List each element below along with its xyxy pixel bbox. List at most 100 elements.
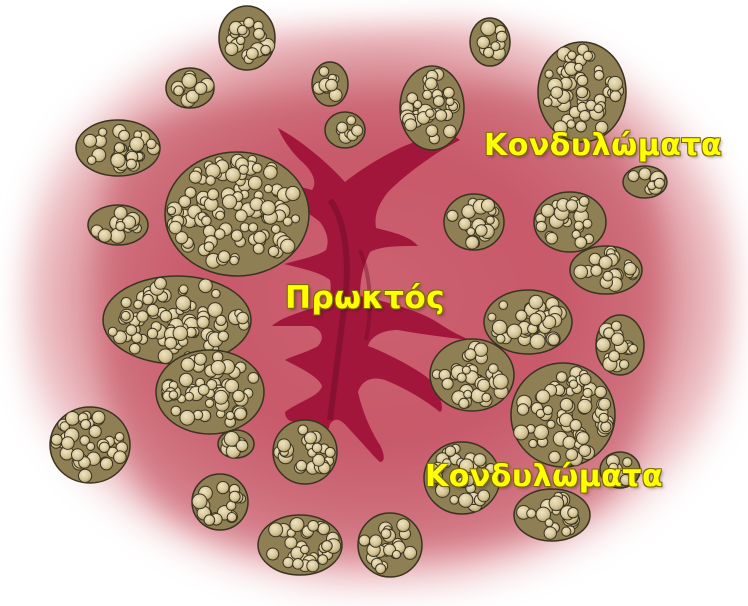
- wart-bump: [579, 111, 590, 122]
- wart-bump: [181, 358, 194, 371]
- wart-bump: [569, 380, 577, 388]
- wart-bump: [560, 398, 573, 411]
- wart-bump: [208, 189, 219, 200]
- wart-cluster: [400, 66, 464, 150]
- wart-bump: [575, 237, 587, 249]
- wart-bump: [239, 165, 248, 174]
- wart-bump: [89, 426, 101, 438]
- wart-bump: [237, 36, 245, 44]
- wart-bump: [318, 555, 328, 565]
- wart-bump: [629, 344, 638, 353]
- wart-bump: [179, 373, 192, 386]
- wart-bump: [381, 529, 391, 539]
- wart-bump: [267, 548, 279, 560]
- wart-bump: [545, 70, 553, 78]
- wart-bump: [174, 86, 184, 96]
- wart-bump: [312, 443, 322, 453]
- wart-cluster: [358, 513, 422, 577]
- wart-bump: [173, 326, 187, 340]
- wart-bump: [283, 217, 292, 226]
- wart-bump: [235, 408, 247, 420]
- wart-bump: [216, 211, 225, 220]
- wart-bump: [72, 449, 84, 461]
- wart-bump: [185, 392, 194, 401]
- wart-bump: [476, 225, 488, 237]
- wart-bump: [116, 222, 125, 231]
- wart-bump: [87, 443, 95, 451]
- wart-bump: [226, 168, 241, 183]
- wart-bump: [217, 482, 229, 494]
- wart-bump: [199, 279, 213, 293]
- wart-bump: [130, 343, 141, 354]
- wart-bump: [233, 390, 245, 402]
- wart-bump: [98, 229, 111, 242]
- wart-bump: [318, 523, 330, 535]
- wart-cluster: [50, 407, 130, 483]
- wart-bump: [211, 361, 225, 375]
- wart-bump: [261, 45, 271, 55]
- wart-bump: [443, 87, 454, 98]
- wart-bump: [215, 229, 225, 239]
- wart-bump: [610, 91, 621, 102]
- wart-bump: [551, 87, 563, 99]
- wart-bump: [577, 75, 588, 86]
- wart-bump: [536, 221, 546, 231]
- wart-bump: [414, 100, 422, 108]
- wart-bump: [579, 445, 591, 457]
- wart-bump: [160, 311, 172, 323]
- wart-bump: [278, 439, 291, 452]
- wart-bump: [271, 225, 280, 234]
- wart-bump: [599, 413, 608, 422]
- wart-cluster: [484, 290, 572, 354]
- wart-bump: [143, 294, 154, 305]
- wart-bump: [397, 519, 410, 532]
- wart-bump: [194, 353, 206, 365]
- wart-bump: [226, 412, 234, 420]
- wart-bump: [568, 508, 578, 518]
- wart-bump: [529, 295, 543, 309]
- wart-bump: [290, 518, 304, 532]
- wart-cluster: [312, 62, 348, 106]
- wart-bump: [225, 43, 238, 56]
- wart-bump: [137, 311, 148, 322]
- wart-bump: [248, 176, 262, 190]
- wart-bump: [92, 411, 105, 424]
- wart-bump: [488, 313, 496, 321]
- condylomata-label-top: Κονδυλώματα: [484, 128, 722, 163]
- wart-bump: [169, 221, 182, 234]
- wart-bump: [212, 289, 221, 298]
- wart-bump: [254, 231, 266, 243]
- wart-bump: [486, 216, 494, 224]
- wart-bump: [296, 460, 307, 471]
- wart-bump: [347, 116, 356, 125]
- wart-bump: [326, 79, 338, 91]
- wart-bump: [570, 420, 581, 431]
- wart-bump: [111, 153, 125, 167]
- wart-cluster: [165, 152, 309, 276]
- wart-bump: [218, 251, 230, 263]
- wart-bump: [155, 278, 167, 290]
- wart-bump: [99, 128, 107, 136]
- wart-bump: [423, 90, 432, 99]
- wart-bump: [530, 334, 545, 349]
- wart-bump: [467, 228, 475, 236]
- wart-cluster: [103, 276, 251, 364]
- wart-bump: [110, 228, 125, 243]
- wart-bump: [516, 310, 527, 321]
- wart-bump: [628, 171, 639, 182]
- wart-cluster: [534, 192, 606, 252]
- wart-bump: [223, 195, 237, 209]
- wart-bump: [246, 48, 258, 60]
- wart-bump: [216, 315, 226, 325]
- wart-bump: [599, 256, 612, 269]
- wart-bump: [596, 338, 610, 352]
- wart-bump: [601, 422, 611, 432]
- wart-bump: [450, 496, 459, 505]
- wart-bump: [147, 304, 159, 316]
- wart-bump: [171, 406, 181, 416]
- wart-bump: [81, 420, 91, 430]
- wart-bump: [465, 349, 476, 360]
- wart-bump: [594, 104, 603, 113]
- wart-bump: [147, 328, 157, 338]
